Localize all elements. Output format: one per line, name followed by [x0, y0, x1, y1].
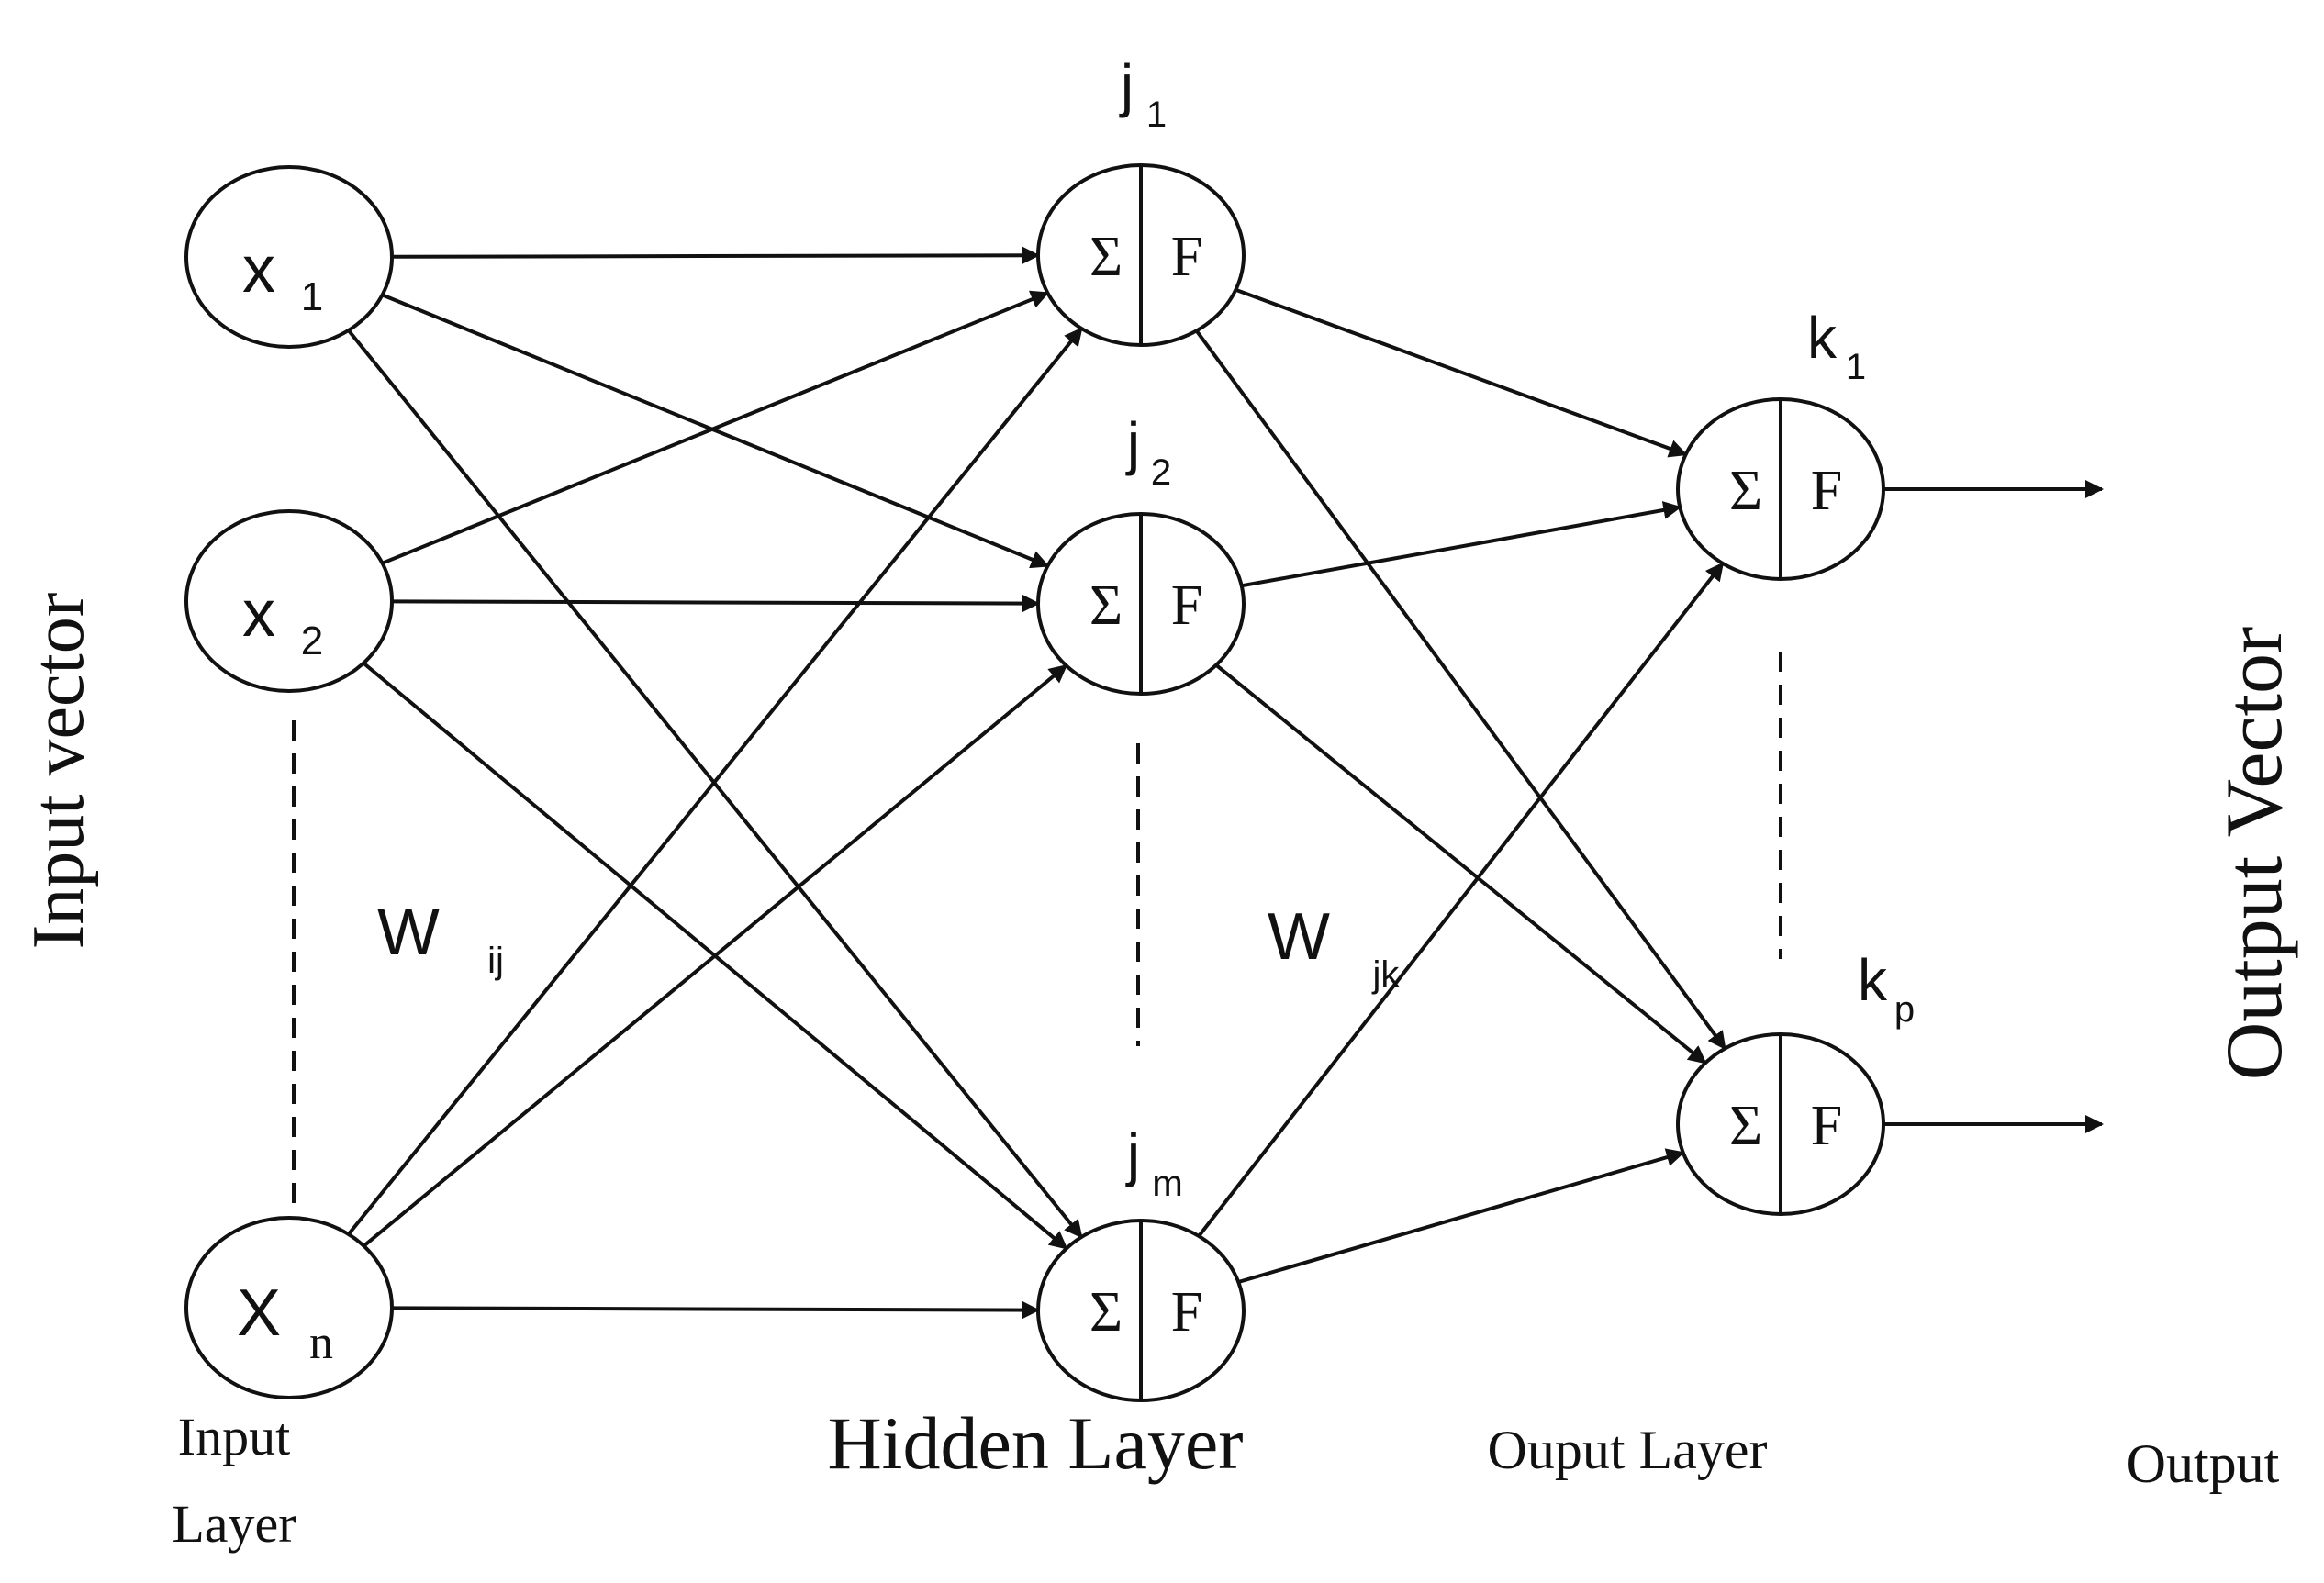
weight-label-wij-sub: ij — [487, 941, 504, 981]
output-node-k1-sub: 1 — [1846, 347, 1866, 387]
hidden-node-jm-sub: m — [1152, 1164, 1182, 1204]
output-node-kp-label: k — [1858, 947, 1888, 1013]
hidden-node-jm-func: F — [1171, 1281, 1202, 1343]
input-layer-label-line1: Input — [178, 1407, 290, 1466]
connection-jm-to-kp — [1237, 1148, 1685, 1284]
hidden-node-j2-sub: 2 — [1151, 452, 1171, 493]
hidden-node-jm-sum: Σ — [1089, 1281, 1123, 1343]
connection-j1-to-k1 — [1235, 287, 1688, 458]
weight-label-wij-base: W — [377, 896, 440, 969]
connection-x2-to-j1 — [381, 290, 1050, 565]
connections — [347, 246, 2104, 1320]
weight-label-wjk-base: W — [1268, 900, 1330, 974]
hidden-node-j1-label: j — [1119, 52, 1134, 118]
output-node-k1-label: k — [1807, 305, 1838, 371]
input-node-xn-label: X — [237, 1276, 281, 1350]
input-node-x2-label: x — [242, 577, 275, 651]
input-node-x1-sub: 1 — [301, 274, 323, 319]
input-node-x1: x 1 — [184, 165, 394, 349]
output-node-k1-sum: Σ — [1729, 460, 1762, 522]
output-node-k1-func: F — [1811, 460, 1842, 522]
output-label: Output — [2127, 1433, 2280, 1494]
weight-label-wjk: W jk — [1268, 900, 1400, 995]
ellipsis-dashes — [292, 652, 1782, 1216]
hidden-node-j1-sub: 1 — [1146, 95, 1167, 135]
output-vector-label: Output Vector — [2210, 627, 2299, 1081]
hidden-node-j1-func: F — [1171, 226, 1202, 288]
connection-j2-to-kp — [1214, 663, 1707, 1065]
connection-xn-to-jm — [391, 1300, 1040, 1320]
input-node-x2-sub: 2 — [301, 619, 323, 663]
input-node-x2: x 2 — [184, 509, 394, 693]
output-node-kp-sub: p — [1894, 989, 1915, 1030]
connection-x1-to-j2 — [381, 293, 1050, 569]
connection-j1-to-kp — [1194, 329, 1727, 1051]
output-node-kp: Σ F k p — [1676, 947, 1915, 1216]
connection-jm-to-k1 — [1197, 562, 1725, 1238]
hidden-node-j2-label: j — [1125, 410, 1140, 476]
hidden-node-j2: Σ F j 2 — [1036, 410, 1246, 696]
output-node-kp-func: F — [1811, 1095, 1842, 1157]
input-node-xn: X n — [184, 1216, 394, 1399]
hidden-node-jm-label: j — [1125, 1121, 1140, 1187]
hidden-node-j1-sum: Σ — [1089, 226, 1123, 288]
connection-xn-to-j2 — [363, 663, 1068, 1248]
weight-label-wjk-sub: jk — [1372, 954, 1401, 995]
input-layer-label-line2: Layer — [172, 1494, 296, 1554]
connection-x1-to-j1 — [391, 246, 1040, 265]
connection-x2-to-j2 — [391, 594, 1040, 613]
output-node-kp-sum: Σ — [1729, 1095, 1762, 1157]
output-node-k1: Σ F k 1 — [1676, 305, 1885, 581]
hidden-node-j2-sum: Σ — [1089, 574, 1123, 637]
connection-j2-to-k1 — [1241, 501, 1682, 588]
output-layer-label: Ouput Layer — [1488, 1420, 1768, 1480]
hidden-node-j1: Σ F j 1 — [1036, 52, 1246, 347]
input-node-xn-sub: n — [309, 1317, 333, 1369]
input-vector-label: Input vector — [18, 593, 99, 950]
hidden-layer-label: Hidden Layer — [827, 1401, 1243, 1485]
hidden-node-jm: Σ F j m — [1036, 1121, 1246, 1402]
input-node-x1-label: x — [242, 233, 275, 307]
hidden-node-j2-func: F — [1171, 574, 1202, 637]
connection-xn-to-j1 — [347, 327, 1083, 1236]
weight-label-wij: W ij — [377, 896, 504, 981]
